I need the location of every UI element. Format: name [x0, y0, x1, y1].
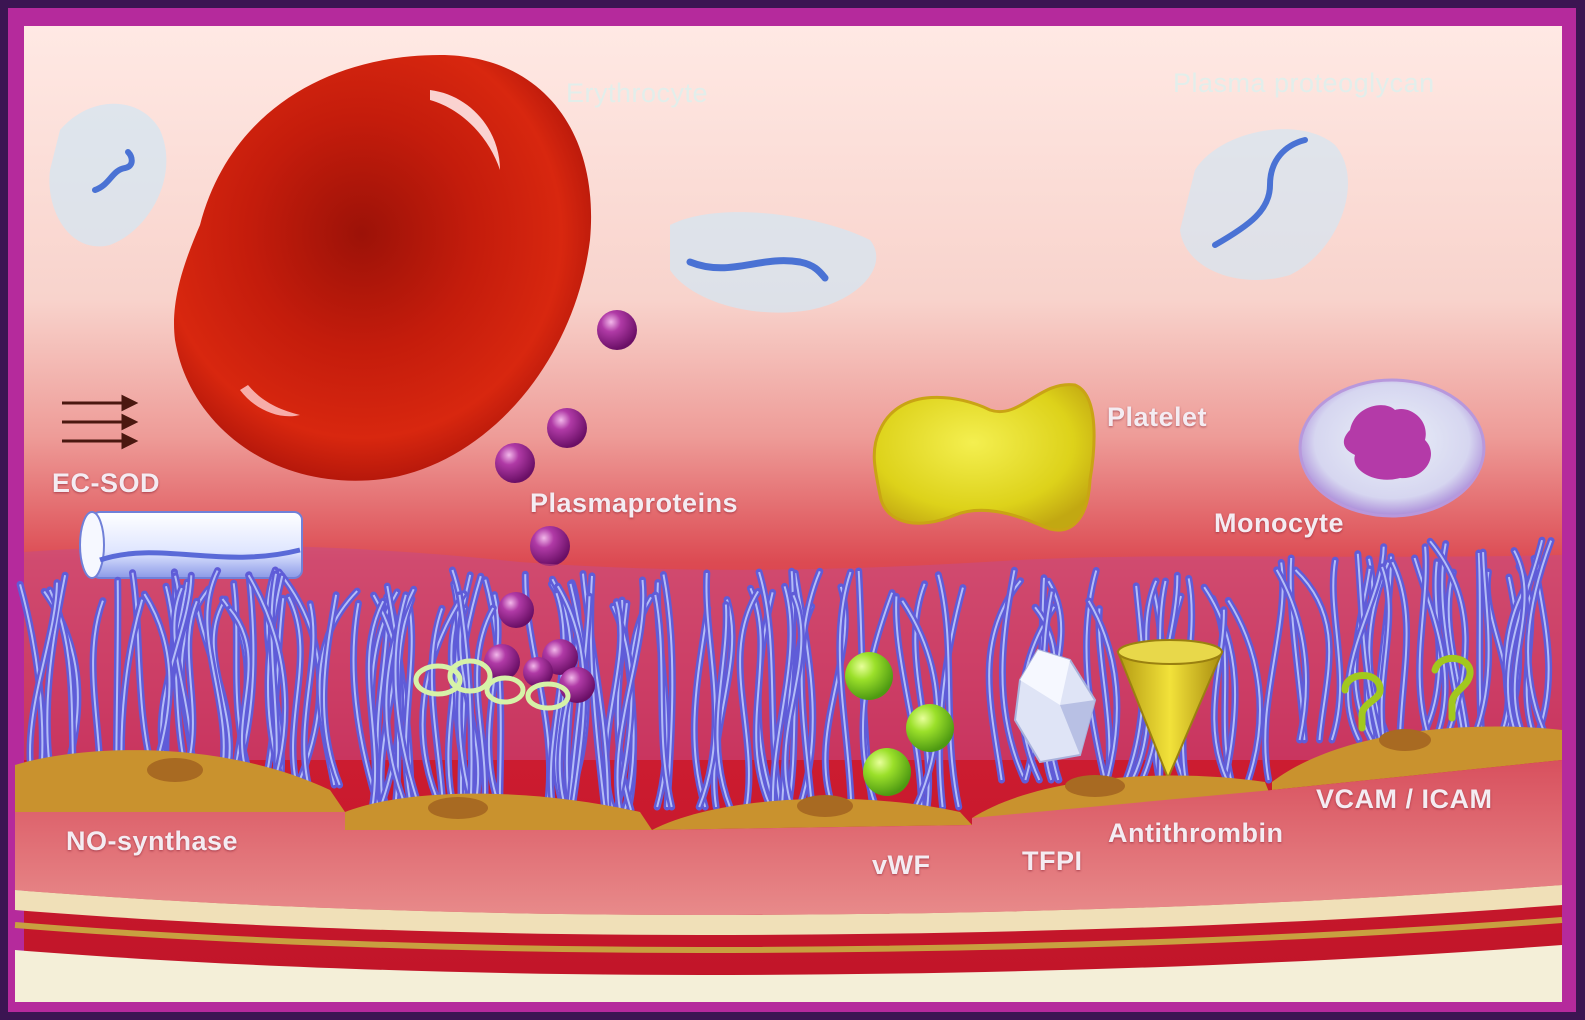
label-vcam-icam: VCAM / ICAM	[1316, 784, 1493, 815]
label-tfpi: TFPI	[1022, 846, 1083, 877]
label-vwf: vWF	[872, 850, 931, 881]
label-monocyte: Monocyte	[1214, 508, 1344, 539]
label-plasma-proteoglycan: Plasma proteoglycan	[1173, 68, 1435, 99]
label-erythrocyte: Erythrocyte	[566, 78, 708, 109]
flow-arrows-icon	[62, 397, 135, 447]
label-platelet: Platelet	[1107, 402, 1207, 433]
monocyte-cell	[1300, 380, 1484, 516]
label-antithrombin: Antithrombin	[1108, 818, 1283, 849]
label-ec-sod: EC-SOD	[52, 468, 160, 499]
label-no-synthase: NO-synthase	[66, 826, 238, 857]
platelet-cell	[874, 385, 1094, 530]
label-plasmaproteins: Plasmaproteins	[530, 488, 738, 519]
ec-sod-tube	[80, 512, 302, 578]
